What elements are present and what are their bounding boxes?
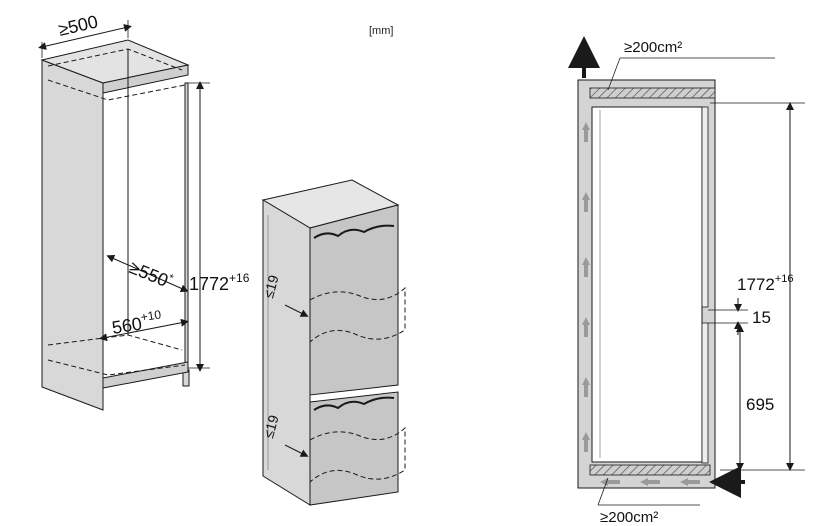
appliance-gap-lower: ≤19 [260,413,282,440]
appliance-side [262,199,311,506]
appliance-front-lower [309,391,399,506]
vent-height-tol: +16 [775,273,794,285]
appliance-front-upper [309,204,399,396]
vent-airflow-arrows [582,122,700,486]
vent-height-base: 1772 [737,275,775,294]
niche-left-panel [41,59,104,411]
niche-inner-width-tol: +10 [140,307,163,324]
svg-text:560+10: 560+10 [110,307,164,338]
vent-bottom-grille [589,464,711,476]
svg-text:1772+16: 1772+16 [737,273,794,294]
vent-gap-label: 15 [752,308,771,327]
vent-lower-height: 695 [746,395,774,414]
niche-depth-mark: * [167,272,176,285]
vent-bottom-area: ≥200cm² [600,509,658,526]
niche-inner-width-base: 560 [110,313,143,337]
svg-text:1772+16: 1772+16 [189,271,250,294]
niche-height-base: 1772 [189,274,229,294]
vent-appliance-body [591,106,703,463]
svg-text:≥550*: ≥550* [127,257,176,292]
unit-label: [mm] [369,25,393,37]
cabinet-niche: ≥500 1772+16 ≥550* 560+10 [38,11,250,411]
ventilation-section: ≥200cm² ≥200cm² 1772+16 15 695 [568,36,805,526]
niche-bottom-shelf [102,361,189,389]
niche-height-tol: +16 [229,271,250,285]
vent-top-area: ≥200cm² [624,39,682,56]
niche-depth-label: ≥550 [127,257,172,290]
appliance-gap-upper: ≤19 [260,273,282,300]
vent-top-grille [589,87,716,99]
niche-width-label: ≥500 [56,11,99,39]
appliance-perspective: ≤19 ≤19 [260,179,406,506]
niche-right-panel [184,82,189,386]
